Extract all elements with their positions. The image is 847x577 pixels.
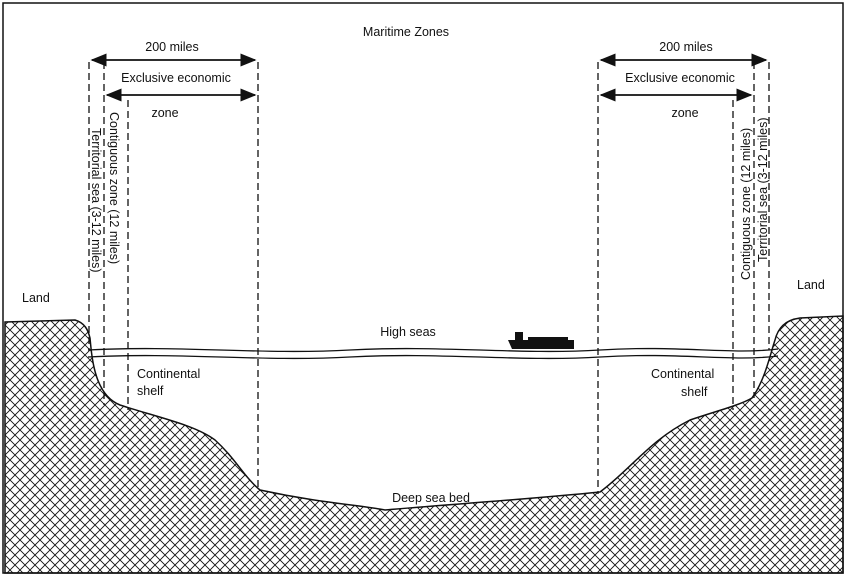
continental-shelf-left-label-line2: shelf: [137, 384, 164, 398]
high-seas-label: High seas: [380, 325, 436, 339]
land-left-label: Land: [22, 291, 50, 305]
sea-surface-line: [87, 347, 779, 353]
right-territorial-sea-label: Territorial sea (3-12 miles): [756, 118, 770, 262]
continental-shelf-right-label: Continental: [651, 367, 714, 381]
left-eez-label: Exclusive economic: [121, 71, 231, 85]
left-eez-label-line2: zone: [151, 106, 178, 120]
continental-shelf-left-label: Continental: [137, 367, 200, 381]
left-territorial-sea-label: Territorial sea (3-12 miles): [89, 128, 103, 272]
right-distance-label: 200 miles: [659, 40, 713, 54]
land-right-label: Land: [797, 278, 825, 292]
right-eez-label: Exclusive economic: [625, 71, 735, 85]
seabed-landmass: [4, 315, 844, 574]
ship-icon: [508, 332, 574, 349]
right-contiguous-zone-label: Contiguous zone (12 miles): [739, 128, 753, 280]
sea-surface-line-lower: [87, 354, 779, 360]
diagram-title: Maritime Zones: [363, 25, 449, 39]
right-eez-label-line2: zone: [671, 106, 698, 120]
left-contiguous-zone-label: Contiguous zone (12 miles): [107, 112, 121, 264]
deep-sea-bed-label: Deep sea bed: [392, 491, 470, 505]
left-distance-label: 200 miles: [145, 40, 199, 54]
continental-shelf-right-label-line2: shelf: [681, 385, 708, 399]
